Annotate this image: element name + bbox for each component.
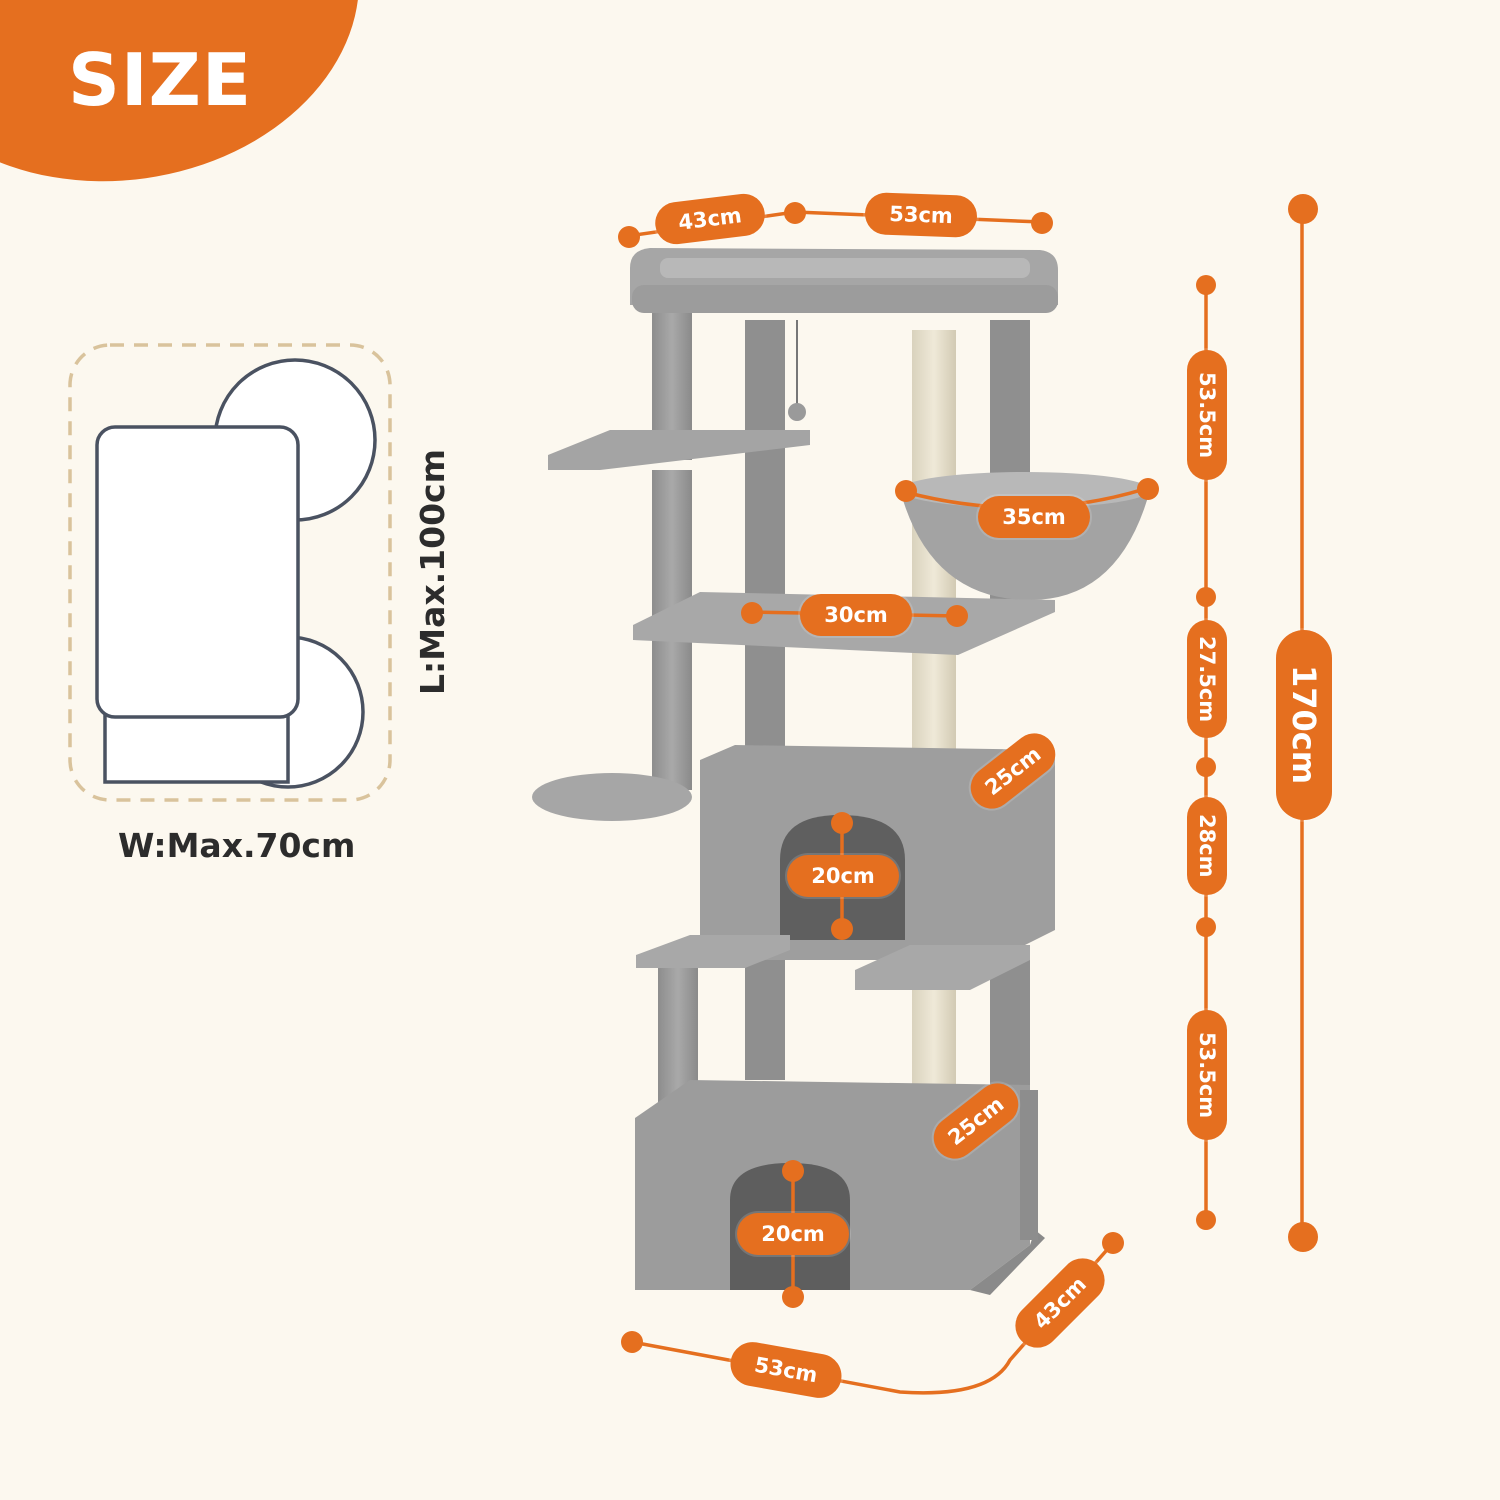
measure-dot	[1288, 194, 1318, 224]
total-height-label: 170cm	[1276, 630, 1332, 820]
top-perch-width-label: 53cm	[864, 192, 978, 238]
segment-1-label: 53.5cm	[1187, 350, 1227, 480]
measure-dot	[1196, 587, 1216, 607]
basket-diameter-label: 35cm	[978, 496, 1090, 538]
measure-dot	[1288, 1222, 1318, 1252]
upper-condo-entry-label: 20cm	[787, 855, 899, 897]
measure-dot	[946, 605, 968, 627]
measure-dot	[784, 202, 806, 224]
measure-dot	[782, 1160, 804, 1182]
measure-dot	[1031, 212, 1053, 234]
measure-dot	[831, 918, 853, 940]
measure-dot	[741, 602, 763, 624]
measure-dot	[1137, 478, 1159, 500]
segment-3-label: 28cm	[1187, 797, 1227, 895]
segment-2-label: 27.5cm	[1187, 620, 1227, 738]
measure-dot	[618, 226, 640, 248]
segment-4-label: 53.5cm	[1187, 1010, 1227, 1140]
measure-dot	[1196, 1210, 1216, 1230]
measure-dot	[831, 812, 853, 834]
measure-dot	[621, 1331, 643, 1353]
size-title: SIZE	[68, 38, 253, 122]
footprint-width-label: W:Max.70cm	[118, 826, 356, 865]
measure-dot	[1196, 275, 1216, 295]
lower-condo-entry-label: 20cm	[737, 1213, 849, 1255]
measure-dot	[1102, 1232, 1124, 1254]
measure-dot	[1196, 757, 1216, 777]
platform-hole-label: 30cm	[800, 594, 912, 636]
measure-dot	[782, 1286, 804, 1308]
measure-dot	[895, 480, 917, 502]
measure-dot	[1196, 917, 1216, 937]
